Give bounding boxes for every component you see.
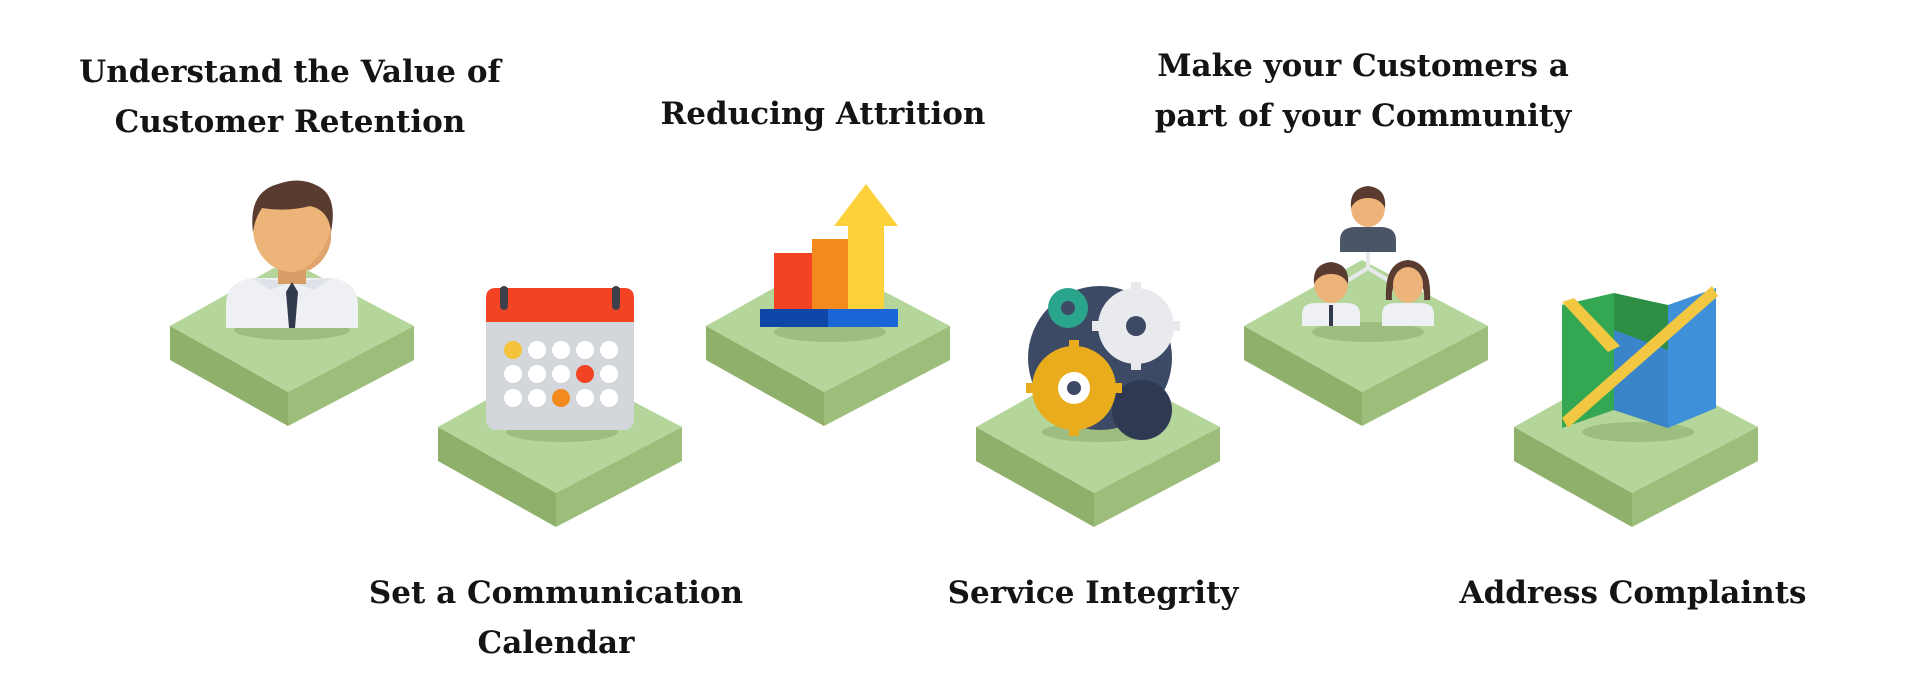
bar-chart-arrow-icon (760, 184, 898, 327)
map-icon (1562, 286, 1718, 428)
calendar-icon (486, 286, 634, 430)
businessman-icon (226, 180, 358, 328)
step-label-address-complaints: Address Complaints (1459, 575, 1807, 611)
platform-5 (1244, 260, 1488, 426)
step-label-reducing-attrition: Reducing Attrition (660, 96, 986, 132)
step-label-service-integrity: Service Integrity (947, 575, 1239, 611)
gears-icon (1026, 282, 1180, 440)
people-network-icon (1302, 186, 1434, 326)
